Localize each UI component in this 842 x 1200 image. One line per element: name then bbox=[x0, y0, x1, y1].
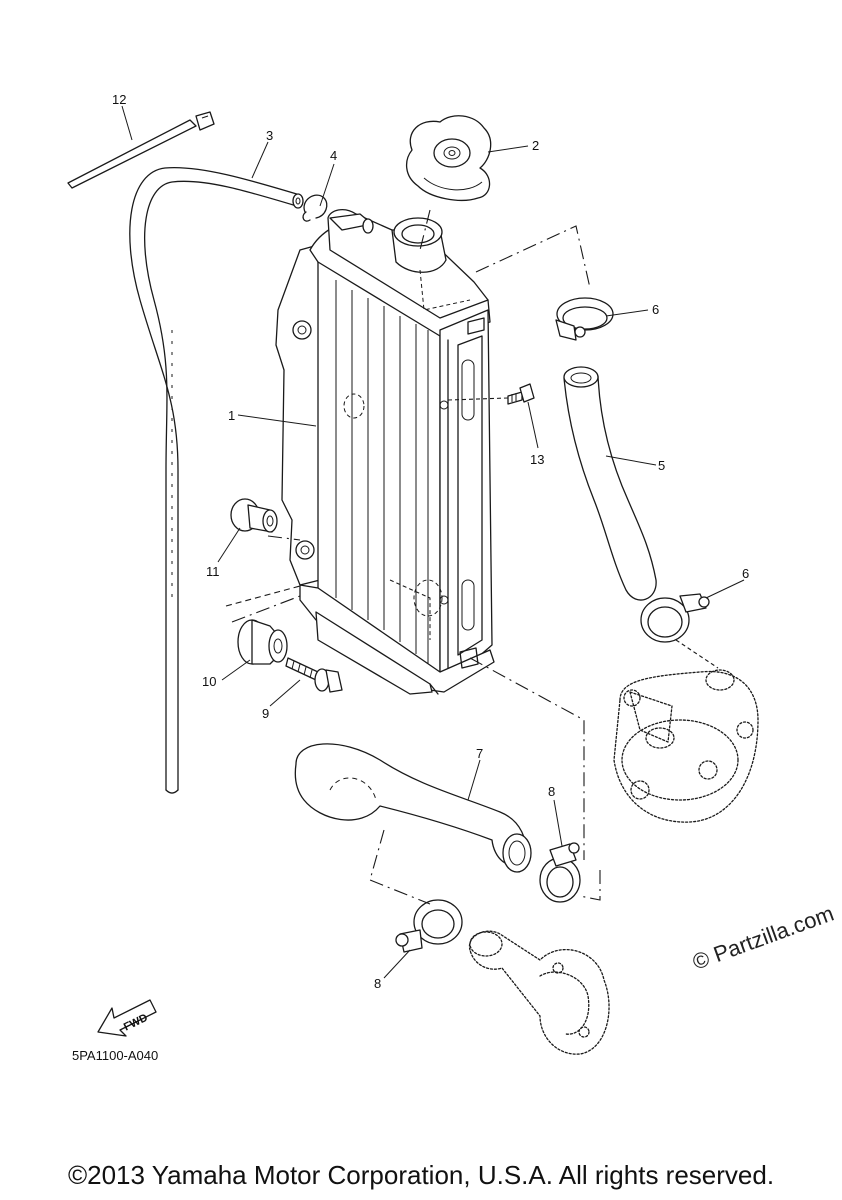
callout-10: 10 bbox=[202, 674, 216, 689]
callout-5: 5 bbox=[658, 458, 665, 473]
callout-2: 2 bbox=[532, 138, 539, 153]
engine-cylinder-head bbox=[613, 669, 759, 823]
part-13-bolt bbox=[507, 383, 535, 405]
part-9-bolt bbox=[285, 657, 343, 693]
callout-6-lower: 6 bbox=[742, 566, 749, 581]
leader-lines bbox=[121, 105, 745, 979]
fwd-arrow-icon: FWD bbox=[97, 999, 157, 1037]
callout-11: 11 bbox=[206, 564, 220, 579]
part-6-lower-clamp bbox=[640, 593, 710, 643]
part-10-damper bbox=[237, 619, 288, 665]
part-8-left-clamp bbox=[395, 899, 463, 953]
copyright-notice: ©2013 Yamaha Motor Corporation, U.S.A. A… bbox=[67, 1160, 775, 1190]
part-3-breather-hose bbox=[129, 166, 304, 794]
callout-4: 4 bbox=[330, 148, 337, 163]
partzilla-watermark: © Partzilla.com bbox=[689, 901, 837, 975]
callout-8-right: 8 bbox=[548, 784, 555, 799]
callout-3: 3 bbox=[266, 128, 273, 143]
part-4-hose-clip bbox=[302, 194, 328, 222]
callout-labels: 12 3 4 2 1 6 13 5 6 11 10 9 7 8 8 bbox=[112, 92, 749, 991]
callout-8-left: 8 bbox=[374, 976, 381, 991]
part-7-lower-hose bbox=[294, 743, 532, 873]
part-11-collar bbox=[230, 498, 278, 533]
part-12-cable-tie bbox=[67, 111, 215, 189]
water-pump-cover bbox=[468, 930, 610, 1055]
callout-9: 9 bbox=[262, 706, 269, 721]
callout-6-upper: 6 bbox=[652, 302, 659, 317]
part-8-right-clamp bbox=[539, 842, 581, 903]
part-1-radiator bbox=[275, 208, 495, 695]
diagram-reference-code: 5PA1100-A040 bbox=[72, 1048, 158, 1063]
part-5-upper-hose bbox=[563, 366, 657, 601]
callout-1: 1 bbox=[228, 408, 235, 423]
callout-7: 7 bbox=[476, 746, 483, 761]
assembly-lines bbox=[225, 209, 719, 905]
part-2-radiator-cap bbox=[406, 115, 492, 201]
callout-12: 12 bbox=[112, 92, 126, 107]
callout-13: 13 bbox=[530, 452, 544, 467]
part-6-upper-clamp bbox=[555, 297, 614, 341]
